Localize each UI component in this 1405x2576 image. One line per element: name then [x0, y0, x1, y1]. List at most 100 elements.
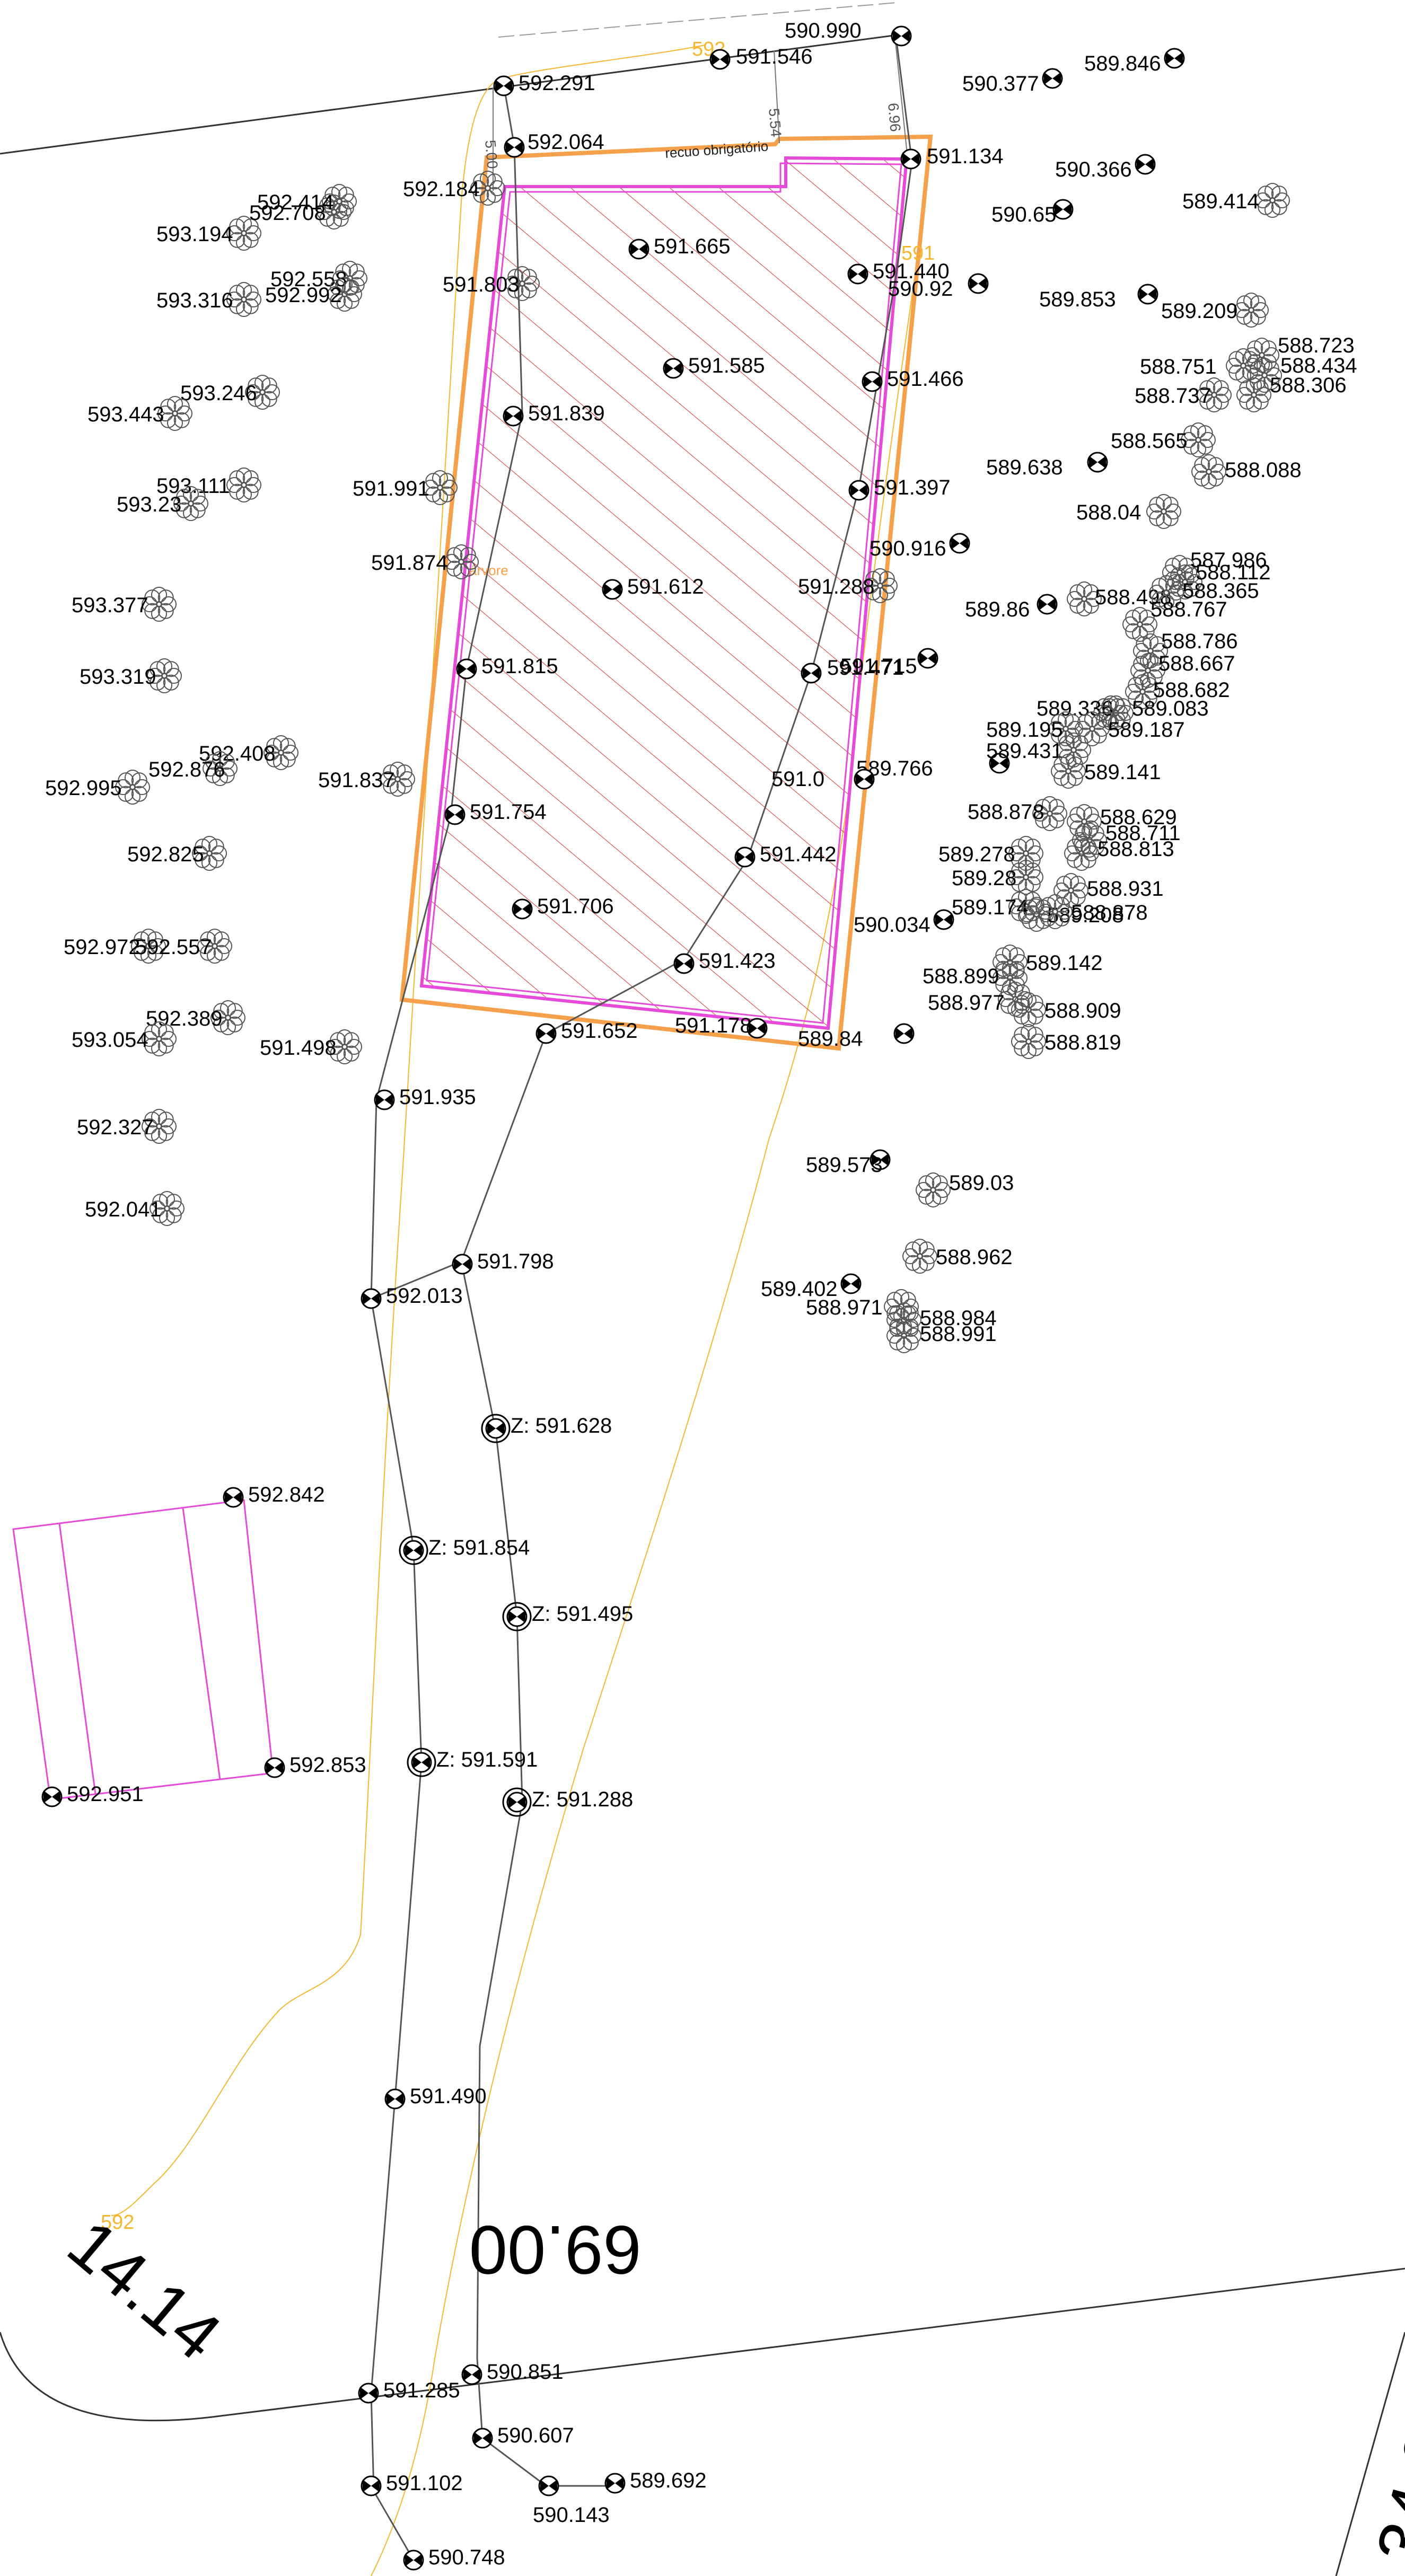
tree-icon [863, 568, 898, 603]
survey-point: 591.585 [663, 354, 765, 379]
survey-points-layer: 590.990591.546592.291592.064591.134591.6… [41, 19, 1185, 2571]
tree-point: 592.825 [127, 836, 227, 871]
tree-point: 588.909 [1011, 992, 1121, 1027]
elevation-label: 591.715 [840, 655, 917, 678]
survey-marker-icon [493, 75, 514, 96]
survey-point: 591.706 [512, 895, 614, 920]
tree-icon [327, 1029, 362, 1064]
tree-elevation-label: 588.899 [923, 965, 999, 988]
elevation-label: 590.366 [1055, 158, 1132, 181]
manhole-icon [481, 1414, 511, 1443]
tree-elevation-label: 588.711 [1105, 822, 1181, 845]
survey-point: 591.466 [862, 367, 964, 392]
tree-icon [197, 929, 232, 964]
survey-marker-icon [900, 148, 921, 170]
elevation-label: 592.291 [519, 72, 595, 95]
annex-rectangle [12, 1499, 274, 1801]
survey-point: 591.423 [673, 949, 776, 974]
tree-icon [226, 216, 261, 251]
tree-point: 589.083 [1099, 695, 1209, 730]
tree-elevation-label: 592.825 [127, 843, 204, 866]
survey-marker-icon [538, 2475, 559, 2496]
elevation-label: 592.951 [67, 1783, 144, 1806]
tree-elevation-label: 592.327 [77, 1116, 154, 1139]
tree-point: 588.498 [1067, 581, 1172, 616]
survey-marker-icon [734, 846, 756, 868]
survey-marker-icon [933, 909, 954, 930]
elevation-label: 591.178 [675, 1014, 752, 1037]
tree-elevation-label: 591.498 [260, 1036, 337, 1060]
tree-icon [1011, 1024, 1046, 1059]
tree-point: 589.278 [938, 836, 1043, 871]
survey-point: 590.748 [403, 2546, 505, 2571]
tree-icon [322, 184, 357, 219]
tree-elevation-label: 588.931 [1087, 877, 1164, 901]
tree-elevation-label: 588.112 [1196, 561, 1271, 584]
tree-icon [332, 261, 367, 296]
survey-point: 590.034 [854, 909, 954, 937]
contour-lines [111, 45, 923, 2576]
tree-elevation-label: 588.909 [1044, 999, 1121, 1022]
elevation-label: 590.034 [854, 913, 930, 937]
elevation-label: 591.612 [627, 575, 704, 598]
tree-icon [1255, 183, 1290, 218]
dim-label-696: 6.96 [885, 102, 904, 133]
tree-point: 588.737 [1135, 377, 1232, 412]
tree-icon [1011, 992, 1046, 1027]
tree-icon [1067, 804, 1102, 839]
tree-icon [1125, 674, 1160, 709]
tree-point: 589.28 [952, 860, 1043, 895]
tree-icon [1008, 860, 1043, 895]
elevation-label: 590.377 [962, 72, 1039, 95]
tree-elevation-label: 593.316 [156, 289, 233, 312]
tree-icon [1051, 754, 1086, 789]
survey-point: 589.692 [604, 2469, 707, 2494]
tree-point: 589.03 [916, 1171, 1014, 1207]
tree-icon [245, 375, 280, 410]
tree-elevation-label: 588.306 [1270, 374, 1347, 397]
tree-point: 593.316 [156, 282, 261, 317]
elevation-label: 591.665 [654, 235, 731, 258]
tree-point: 593.194 [156, 216, 261, 251]
survey-marker-icon [854, 769, 875, 790]
survey-point: 592.013 [361, 1284, 463, 1309]
tree-elevation-label: 589.141 [1084, 761, 1161, 784]
tree-point: 588.306 [1236, 374, 1347, 412]
survey-marker-icon [452, 1254, 473, 1275]
tree-icon [147, 658, 182, 693]
elevation-label: 591.490 [410, 2085, 487, 2108]
contour-label-592-bottom: 592 [101, 2211, 134, 2234]
elevation-label: 591.423 [699, 949, 776, 973]
tree-icon [1056, 733, 1091, 767]
tree-elevation-label: 591.288 [798, 575, 875, 598]
tree-icon [423, 470, 458, 505]
elevation-label: 591.706 [537, 895, 614, 918]
elevation-label: Z: 591.591 [436, 1748, 538, 1771]
elevation-label: 590.607 [497, 2424, 574, 2447]
tree-point: 593.443 [87, 396, 192, 431]
tree-elevation-label: 588.682 [1153, 678, 1230, 702]
survey-marker-icon [1087, 452, 1108, 473]
tree-elevation-label: 588.04 [1076, 501, 1141, 524]
tree-elevation-label: 593.23 [117, 493, 181, 516]
tree-point: 592.414 [257, 184, 357, 219]
tree-point: 591.498 [260, 1029, 362, 1064]
survey-marker-icon [968, 273, 989, 294]
survey-point: Z: 591.495 [502, 1602, 633, 1631]
survey-point: 590.851 [461, 2360, 564, 2385]
tree-elevation-label: 591.803 [443, 273, 520, 296]
survey-point: 591.652 [535, 1019, 638, 1044]
tree-elevation-label: 589.083 [1132, 697, 1209, 720]
elevation-label: 590.65 [991, 203, 1056, 226]
tree-elevation-label: 593.054 [72, 1028, 148, 1052]
survey-marker-icon [862, 371, 883, 392]
tree-icon [131, 929, 166, 964]
survey-point: 591.815 [456, 655, 558, 680]
tree-point: 592.995 [45, 770, 150, 805]
tree-icon [380, 762, 415, 797]
survey-marker-icon [1052, 199, 1074, 220]
tree-point: 588.767 [1122, 598, 1227, 642]
manhole-icon [399, 1536, 428, 1565]
tree-point: 589.141 [1051, 754, 1161, 789]
survey-marker-icon [361, 2475, 382, 2496]
